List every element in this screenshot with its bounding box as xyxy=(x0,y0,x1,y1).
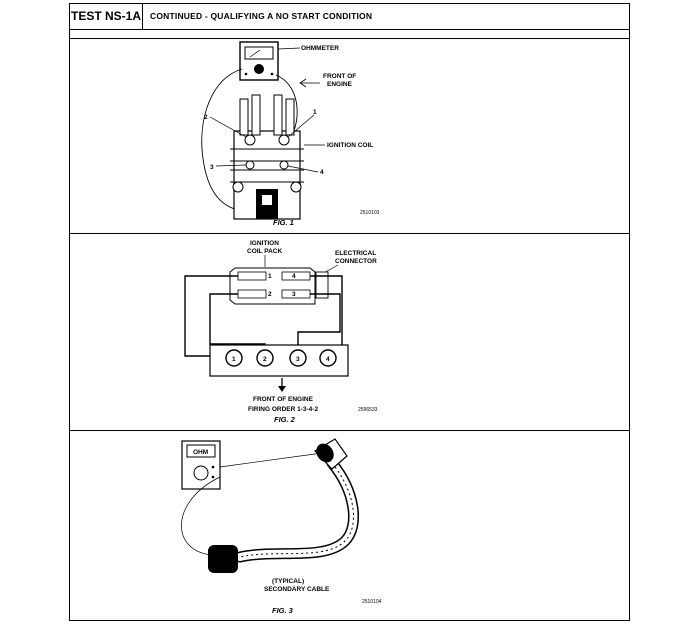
ignition-coil-pack xyxy=(230,94,304,220)
cylinder-4: 4 xyxy=(326,356,330,363)
cylinder-3: 3 xyxy=(296,356,300,363)
coil-pack-label-1: IGNITION xyxy=(250,240,279,247)
figure-1-caption: FIG. 1 xyxy=(273,218,294,227)
coil-pack-label-2: COIL PACK xyxy=(247,248,282,255)
figure-2-diagram: IGNITION COIL PACK ELECTRICAL CONNECTOR … xyxy=(184,240,378,424)
terminal-3-label: 3 xyxy=(210,164,214,171)
pack-terminal-1: 1 xyxy=(268,273,272,280)
electrical-connector-label-1: ELECTRICAL xyxy=(335,250,376,257)
secondary-cable xyxy=(208,438,360,573)
figure-3-code: 2510104 xyxy=(362,599,382,605)
pack-terminal-4: 4 xyxy=(292,273,296,280)
figure-1-code: 2510103 xyxy=(360,210,380,216)
terminal-2-label: 2 xyxy=(204,114,208,121)
figure-1-diagram: OHMMETER FRONT OF ENGINE xyxy=(201,41,380,227)
ohmmeter-icon xyxy=(239,41,279,81)
cable-label-2: SECONDARY CABLE xyxy=(264,586,330,593)
terminal-4-label: 4 xyxy=(320,169,324,176)
pack-terminal-3: 3 xyxy=(292,291,296,298)
test-title: CONTINUED - QUALIFYING A NO START CONDIT… xyxy=(150,11,373,21)
pack-terminal-2: 2 xyxy=(268,291,272,298)
figure-3-caption: FIG. 3 xyxy=(272,606,294,615)
ohmmeter-icon xyxy=(181,440,221,490)
front-of-engine-label-2: ENGINE xyxy=(327,81,353,88)
electrical-connector-label-2: CONNECTOR xyxy=(335,258,377,265)
terminal-1-label: 1 xyxy=(313,109,317,116)
ignition-coil-label: IGNITION COIL xyxy=(327,142,373,149)
front-of-engine-label: FRONT OF ENGINE xyxy=(253,396,314,403)
figure-2-code: 2596533 xyxy=(358,407,378,413)
cable-label-1: (TYPICAL) xyxy=(272,578,304,585)
meter-display: OHM xyxy=(193,449,208,456)
coil-pack-schematic xyxy=(229,267,332,305)
cylinder-1: 1 xyxy=(232,356,236,363)
figure-3-panel: OHM (TYPICAL) SECONDARY CABLE 2510104 FI… xyxy=(70,431,629,622)
figure-2-caption: FIG. 2 xyxy=(274,415,296,424)
figure-2-panel: IGNITION COIL PACK ELECTRICAL CONNECTOR … xyxy=(70,234,629,431)
test-frame: TEST NS-1A CONTINUED - QUALIFYING A NO S… xyxy=(69,3,630,621)
front-of-engine-label-1: FRONT OF xyxy=(323,73,356,80)
firing-order-label: FIRING ORDER 1-3-4-2 xyxy=(248,406,318,413)
header-bar: TEST NS-1A CONTINUED - QUALIFYING A NO S… xyxy=(70,4,629,30)
figure-3-diagram: OHM (TYPICAL) SECONDARY CABLE 2510104 FI… xyxy=(181,438,382,615)
cylinder-plugs xyxy=(225,349,337,367)
ohmmeter-label: OHMMETER xyxy=(301,45,339,52)
figure-1-panel: OHMMETER FRONT OF ENGINE xyxy=(70,38,629,234)
cylinder-2: 2 xyxy=(263,356,267,363)
test-id: TEST NS-1A xyxy=(70,4,143,29)
